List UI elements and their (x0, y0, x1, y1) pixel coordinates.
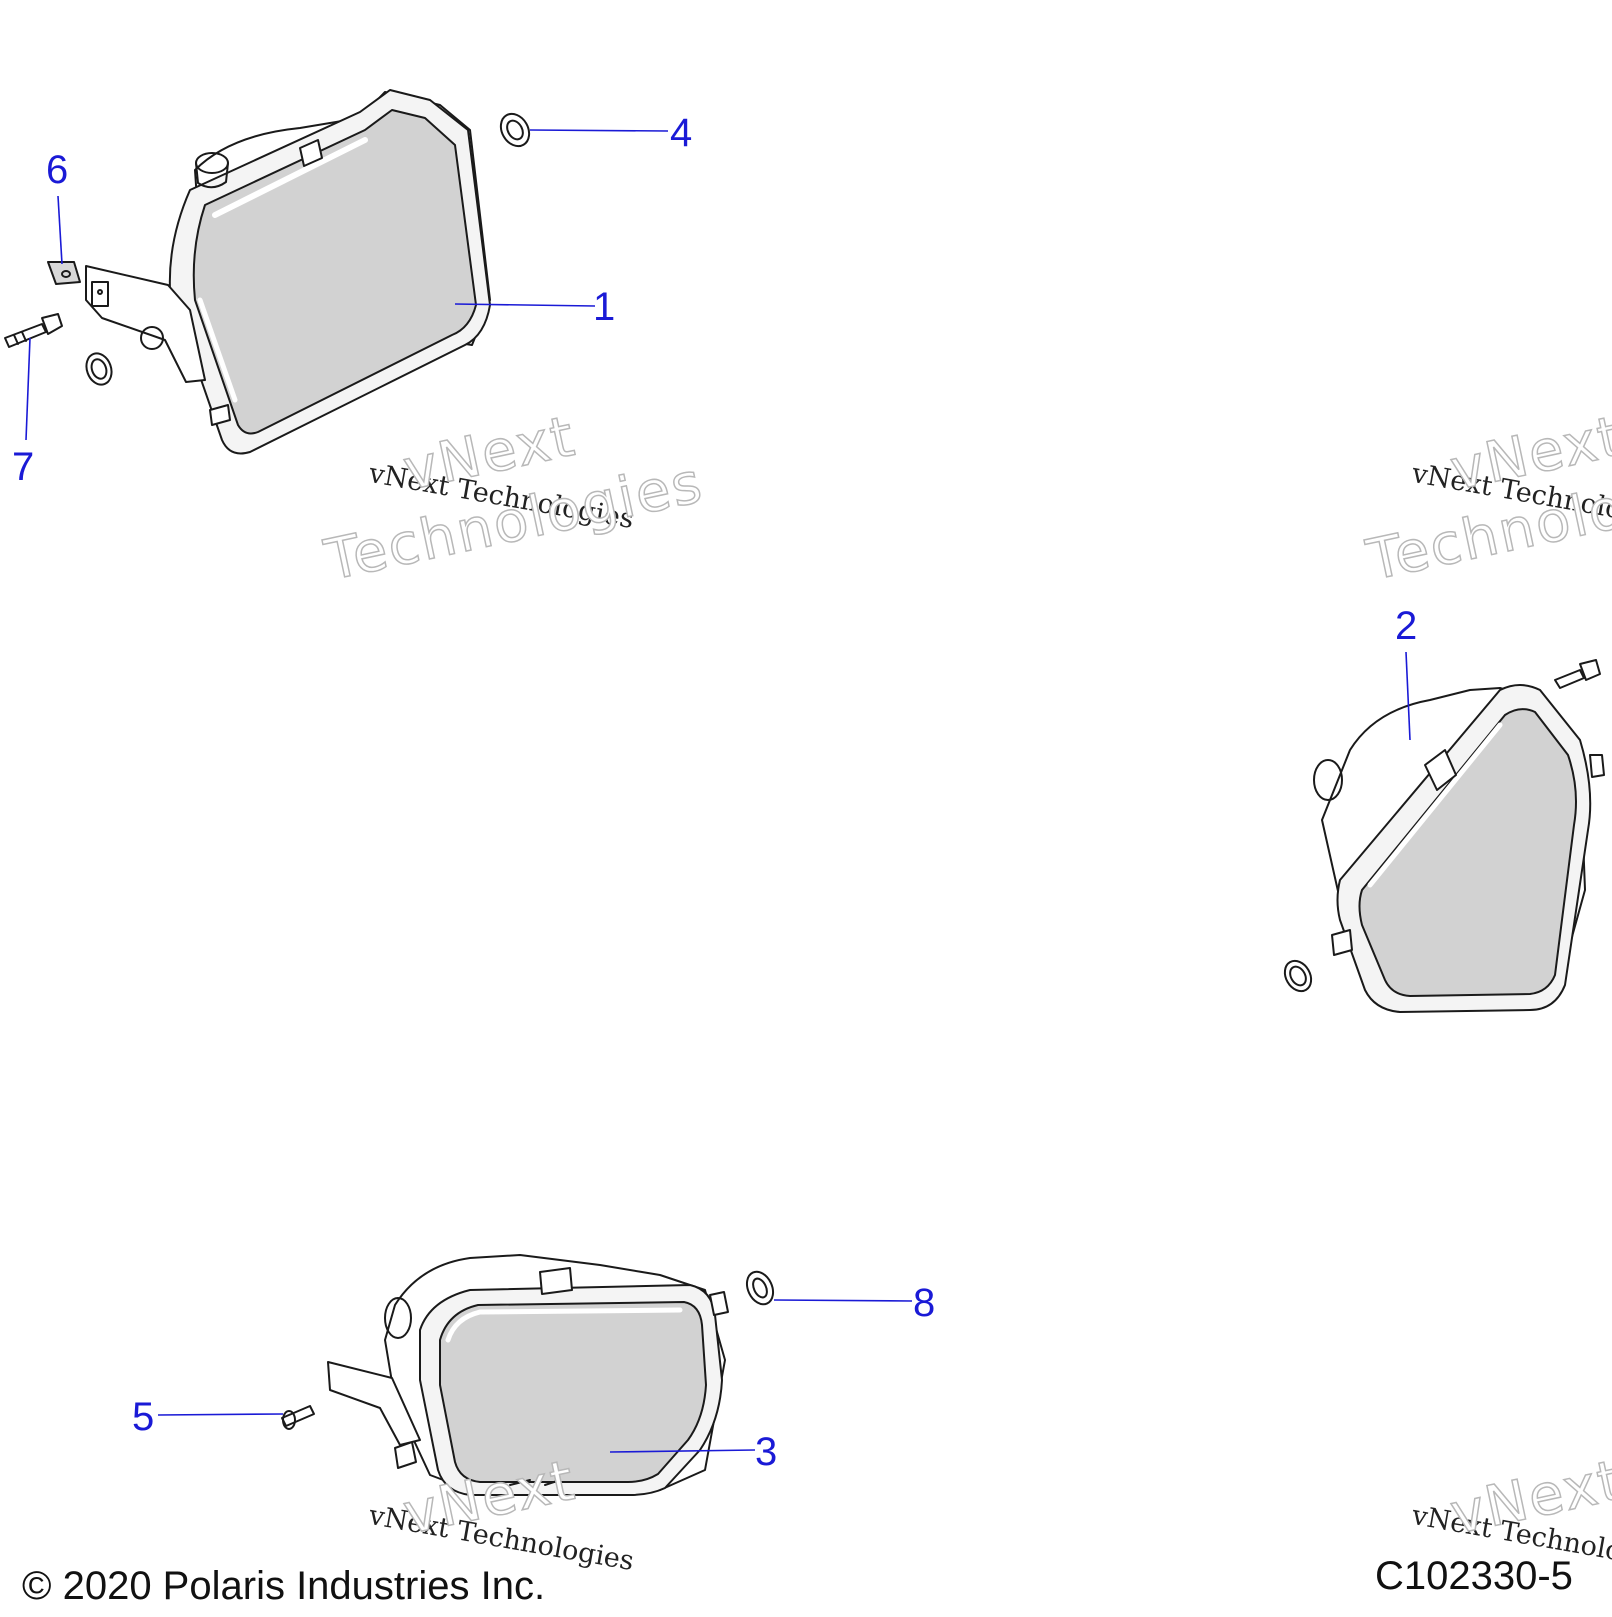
callout-7: 7 (12, 445, 35, 489)
screw-5 (281, 1405, 315, 1430)
copyright-text: © 2020 Polaris Industries Inc. (22, 1564, 546, 1608)
headlight-assembly-1 (85, 89, 491, 455)
screw-near-headlight-2 (1554, 659, 1601, 689)
lens-3 (439, 1301, 707, 1483)
headlight-assembly-3 (327, 1254, 729, 1496)
callout-6: 6 (46, 148, 69, 192)
washer-near-headlight-2 (1283, 959, 1313, 993)
headlight-assembly-2 (1313, 684, 1605, 1013)
callout-2: 2 (1395, 604, 1418, 648)
washer-near-bracket (85, 352, 113, 386)
leader-line-1 (454, 303, 596, 307)
figure-code: C102330-5 (1375, 1554, 1573, 1598)
clip-nut-6 (47, 261, 81, 285)
leader-line-7 (25, 337, 31, 441)
grommet-4 (499, 112, 531, 148)
leader-line-3 (609, 1449, 756, 1453)
screw-7 (4, 313, 63, 348)
leader-line-2 (1405, 651, 1411, 741)
leader-line-5 (157, 1413, 284, 1416)
leader-line-6 (57, 195, 63, 265)
leader-line-4 (529, 129, 669, 132)
leader-line-8 (773, 1299, 913, 1302)
callout-3: 3 (755, 1430, 778, 1474)
callout-4: 4 (670, 111, 693, 155)
callout-1: 1 (593, 285, 616, 329)
lens-2 (1358, 708, 1577, 997)
grommet-8 (745, 1270, 775, 1306)
callout-8: 8 (913, 1281, 936, 1325)
callout-5: 5 (132, 1395, 155, 1439)
